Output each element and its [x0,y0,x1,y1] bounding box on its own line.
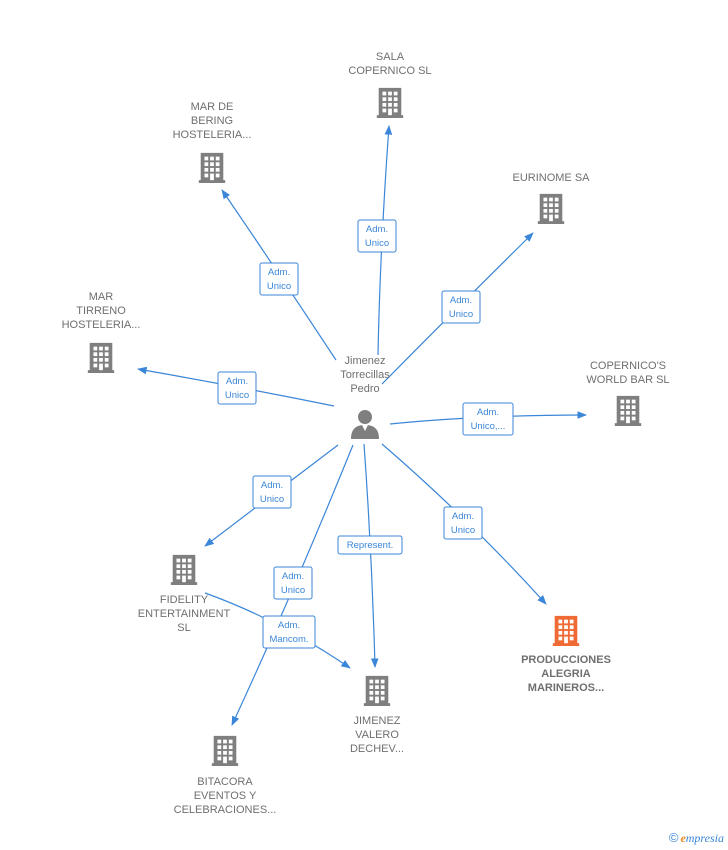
relation-label-text: Unico [225,390,249,401]
relation-label-text: Mancom. [269,634,308,645]
building-icon [87,342,115,373]
edge-fidelity: Adm. Unico [204,444,339,547]
node-label-line: ENTERTAINMENT [138,608,231,620]
relation-label-box[interactable] [252,475,292,509]
node-label-line: MARINEROS... [528,682,604,694]
company-node-sala[interactable]: SALA COPERNICO SL [348,51,432,118]
building-icon [552,615,580,646]
company-node-producciones[interactable]: PRODUCCIONES ALEGRIA MARINEROS... [521,615,611,694]
relation-label-text: Adm. [261,480,283,491]
node-label-line: DECHEV... [350,743,404,755]
edge-martirreno: Adm. Unico [137,366,335,407]
node-label-line: FIDELITY [160,594,209,606]
copyright-symbol: © [668,830,679,845]
node-label-line: PRODUCCIONES [521,654,611,666]
relation-label-text: Unico [281,585,305,596]
relation-label-text: Unico [260,494,284,505]
node-label-line: BERING [191,115,233,127]
node-label-line: Pedro [350,383,379,395]
node-label-line: HOSTELERIA... [173,129,252,141]
empresia-watermark: ©empresia [669,830,724,846]
building-icon [537,193,565,224]
company-node-martirreno[interactable]: MAR TIRRENO HOSTELERIA... [62,291,141,373]
person-icon [351,410,379,439]
relation-label-box[interactable] [357,219,397,253]
relation-label-box[interactable] [337,535,403,555]
relation-label-text: Unico [365,238,389,249]
edge-bitacora: Adm. Unico [231,444,354,726]
relation-label-text: Unico [449,309,473,320]
brand-logo-initial: e [680,831,686,845]
node-label-line: COPERNICO'S [590,360,666,372]
relation-label-text: Unico,... [471,421,506,432]
edge-eurinome: Adm. Unico [381,232,534,385]
building-icon [363,675,391,706]
building-icon [198,152,226,183]
node-label-line: CELEBRACIONES... [174,804,277,816]
building-icon [376,87,404,118]
relation-label-box[interactable] [262,615,316,649]
node-label-line: Torrecillas [340,369,390,381]
building-icon [614,395,642,426]
node-label-line: Jimenez [345,355,386,367]
node-label-line: HOSTELERIA... [62,319,141,331]
relation-label-box[interactable] [217,371,257,405]
node-label-line: COPERNICO SL [348,65,431,77]
relation-label-box[interactable] [441,290,481,324]
relation-label-text: Represent. [347,540,393,551]
company-node-eurinome[interactable]: EURINOME SA [512,172,590,224]
node-label-line: VALERO [355,729,399,741]
node-label-line: MAR [89,291,114,303]
relation-label-text: Adm. [452,511,474,522]
relation-label-text: Unico [267,281,291,292]
node-label-line: WORLD BAR SL [586,374,669,386]
building-icon [170,554,198,585]
edge-arrow [363,443,379,668]
relation-label-text: Adm. [268,267,290,278]
relation-label-text: Unico [451,525,475,536]
relation-label-box[interactable] [462,402,514,436]
relation-label-text: Adm. [366,224,388,235]
node-label-line: TIRRENO [76,305,126,317]
node-label-line: ALEGRIA [541,668,591,680]
building-icon [211,735,239,766]
company-node-fidelity[interactable]: FIDELITY ENTERTAINMENT SL [138,554,231,634]
edge-sala: Adm. Unico [357,125,397,356]
relation-label-box[interactable] [273,566,313,600]
relation-label-text: Adm. [282,571,304,582]
edge-fidelity-to-jimenezvalero: Adm. Mancom. [204,592,351,669]
relation-label-text: Adm. [278,620,300,631]
node-label-line: JIMENEZ [353,715,400,727]
company-node-bitacora[interactable]: BITACORA EVENTOS Y CELEBRACIONES... [174,735,277,816]
company-node-mardebering[interactable]: MAR DE BERING HOSTELERIA... [173,101,252,183]
edge-mardebering: Adm. Unico [221,189,337,361]
edge-copernicos: Adm. Unico,... [389,402,587,436]
relation-label-text: Adm. [450,295,472,306]
relation-label-box[interactable] [259,262,299,296]
edge-jimenezvalero: Represent. [337,443,403,668]
edge-producciones: Adm. Unico [381,443,547,605]
node-label-line: EVENTOS Y [194,790,257,802]
relation-label-text: Adm. [477,407,499,418]
company-node-jimenezvalero[interactable]: JIMENEZ VALERO DECHEV... [350,675,404,755]
node-label-line: SALA [376,51,405,63]
brand-logo-text: mpresia [685,831,724,845]
relation-label-box[interactable] [443,506,483,540]
node-label-line: MAR DE [191,101,234,113]
node-label-line: SL [177,622,190,634]
node-label-line: BITACORA [197,776,253,788]
relation-label-text: Adm. [226,376,248,387]
node-label-line: EURINOME SA [512,172,590,184]
company-node-copernicos[interactable]: COPERNICO'S WORLD BAR SL [586,360,670,426]
